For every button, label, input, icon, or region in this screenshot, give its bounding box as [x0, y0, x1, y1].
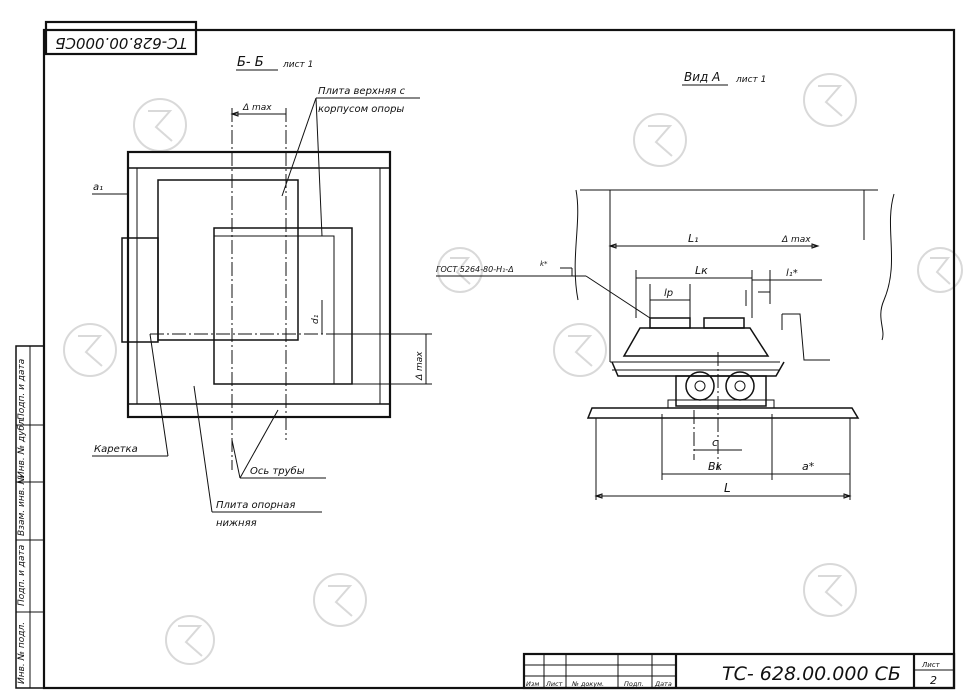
title-block-header: Дата [654, 680, 672, 688]
upper-plate-label-1: Плита верхняя с [318, 86, 406, 97]
watermark-logo [917, 247, 963, 293]
a1-label: a₁ [93, 182, 103, 193]
l1-star-label: l₁* [786, 268, 798, 279]
L-label: L [724, 481, 731, 495]
side-stamp-cell: Инв. № дубл. [17, 416, 27, 478]
watermark-logo [63, 323, 117, 377]
section-bb: Б- Б лист 1 Δ max Δ max d₁ [92, 55, 432, 529]
lp-label: lр [664, 288, 673, 299]
lower-plate [213, 227, 353, 385]
section-bb-ref: лист 1 [282, 60, 313, 70]
upper-plate-label-2: корпусом опоры [318, 104, 404, 115]
delta-max-view-a-label: Δ max [781, 235, 811, 245]
watermark-logo [165, 615, 215, 665]
rotated-sheet-code: ТС-628.00.000СБ [55, 34, 187, 52]
watermark-logo [133, 98, 187, 152]
outer-frame [126, 150, 392, 419]
upper-plate [157, 179, 299, 341]
side-stamp-cell: Подп. и дата [17, 359, 27, 420]
sheet-label: Лист [921, 661, 941, 669]
a-star-label: a* [802, 460, 815, 473]
d1-label: d₁ [311, 314, 321, 324]
watermark-logo [803, 563, 857, 617]
lower-plate-label-2: нижняя [216, 518, 257, 529]
view-a-title: Вид А [684, 70, 720, 84]
carriage-body [622, 327, 770, 357]
delta-max-top-label: Δ max [242, 103, 272, 113]
gost-weld-note-sup: k* [540, 260, 548, 268]
title-block-header: Подп. [624, 680, 644, 688]
base-plate [586, 407, 860, 419]
watermark-logos [63, 73, 963, 665]
sheet-frame [15, 28, 956, 690]
side-stamp-cell: Подп. и дата [17, 545, 27, 606]
side-stamp-cell: Взам. инв. № [17, 475, 27, 536]
drawing-code: ТС- 628.00.000 СБ [722, 663, 901, 685]
section-bb-title: Б- Б [237, 55, 264, 70]
side-stamp-cell: Инв. № подл. [17, 622, 27, 684]
delta-max-side-label: Δ max [415, 351, 425, 381]
title-block-header: Изм [526, 680, 539, 688]
watermark-logo [313, 573, 367, 627]
title-block-header: № докум. [571, 680, 604, 688]
carriage-label: Каретка [94, 444, 138, 455]
watermark-logo [803, 73, 857, 127]
Bk-label: Bк [708, 460, 723, 473]
view-a-ref: лист 1 [735, 75, 766, 85]
Lk-label: Lк [695, 264, 708, 277]
watermark-logo [437, 247, 483, 293]
c-label: с [712, 436, 718, 449]
side-stamp: Подп. и дата Инв. № дубл. Взам. инв. № П… [17, 359, 27, 684]
sheet-number: 2 [930, 674, 937, 687]
lower-plate-label-1: Плита опорная [216, 500, 295, 511]
pipe-axis-label: Ось трубы [250, 465, 305, 477]
title-block-header: Лист [545, 680, 563, 688]
view-a: Вид А лист 1 L₁ Δ max ГОСТ 5264-80-Н₁-Δ … [436, 70, 895, 500]
watermark-logo [633, 113, 687, 167]
watermark-logo [553, 323, 607, 377]
L1-label: L₁ [688, 232, 699, 245]
rotated-code-box: ТС-628.00.000СБ [44, 20, 198, 56]
title-block: Изм Лист № докум. Подп. Дата ТС- 628.00.… [522, 652, 956, 690]
gost-weld-note: ГОСТ 5264-80-Н₁-Δ [436, 265, 514, 274]
